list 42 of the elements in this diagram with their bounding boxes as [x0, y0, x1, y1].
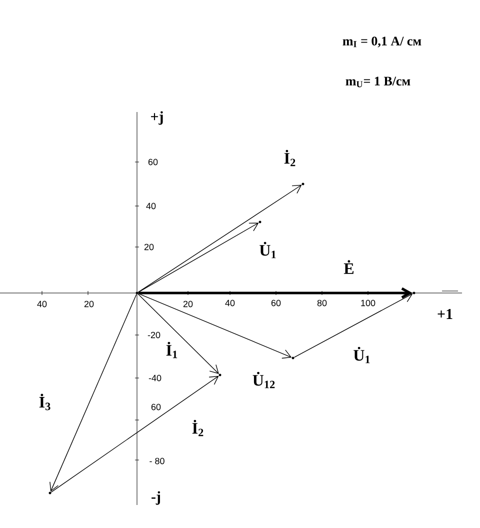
- vector-arrow: [138, 222, 259, 293]
- vector-label: İ$_{3}$: [38, 392, 52, 412]
- tick-label: 100: [360, 298, 376, 308]
- vector-point: [292, 356, 294, 360]
- tick-label: 40: [224, 298, 236, 308]
- vector-label: İ$_{2}$: [282, 148, 298, 168]
- vector-label: U̇$_{1}$: [352, 346, 372, 364]
- tick-label: 20: [182, 300, 194, 308]
- vector-point: [302, 182, 304, 186]
- tick-label: 40: [36, 300, 48, 308]
- vector-label: U̇$_{1}$: [258, 240, 278, 260]
- vector-arrow: [138, 294, 219, 374]
- axis-label: -j: [150, 490, 162, 506]
- axis-label: +1: [436, 308, 454, 320]
- scale-note: m$_{I}$ = 0,1 А/ см: [341, 36, 423, 48]
- vector-arrow: [138, 293, 292, 359]
- tick-label: -40: [148, 374, 162, 382]
- tick-label: 20: [83, 300, 95, 308]
- vector-label: Ė: [342, 259, 356, 275]
- tick-label: 60: [150, 402, 162, 412]
- vector-point: [258, 220, 262, 224]
- scale-note: m$_{U}$= 1 В/см: [344, 76, 412, 88]
- tick-label: 20: [143, 242, 155, 252]
- vector-arrow: [138, 287, 413, 299]
- vector-label: İ$_{1}$: [164, 340, 180, 360]
- vector-arrow: [50, 294, 137, 492]
- axis-label: +j: [149, 110, 165, 126]
- tick-label: 60: [270, 298, 282, 308]
- tick-label: -20: [146, 330, 162, 340]
- tick-label: 60: [147, 158, 159, 166]
- vector-point: [48, 492, 52, 494]
- tick-label: 80: [316, 298, 328, 308]
- vector-point: [136, 292, 138, 294]
- vector-arrow: [138, 184, 302, 293]
- vector-point: [218, 374, 222, 376]
- vector-label: U̇$_{12}$: [251, 370, 277, 390]
- vector-arrow: [294, 294, 413, 358]
- vector-arrow: [50, 376, 219, 493]
- vector-point: [412, 292, 416, 294]
- tick-label: 40: [145, 202, 157, 210]
- vector-label: İ$_{2}$: [190, 418, 206, 438]
- tick-label: - 80: [148, 456, 166, 466]
